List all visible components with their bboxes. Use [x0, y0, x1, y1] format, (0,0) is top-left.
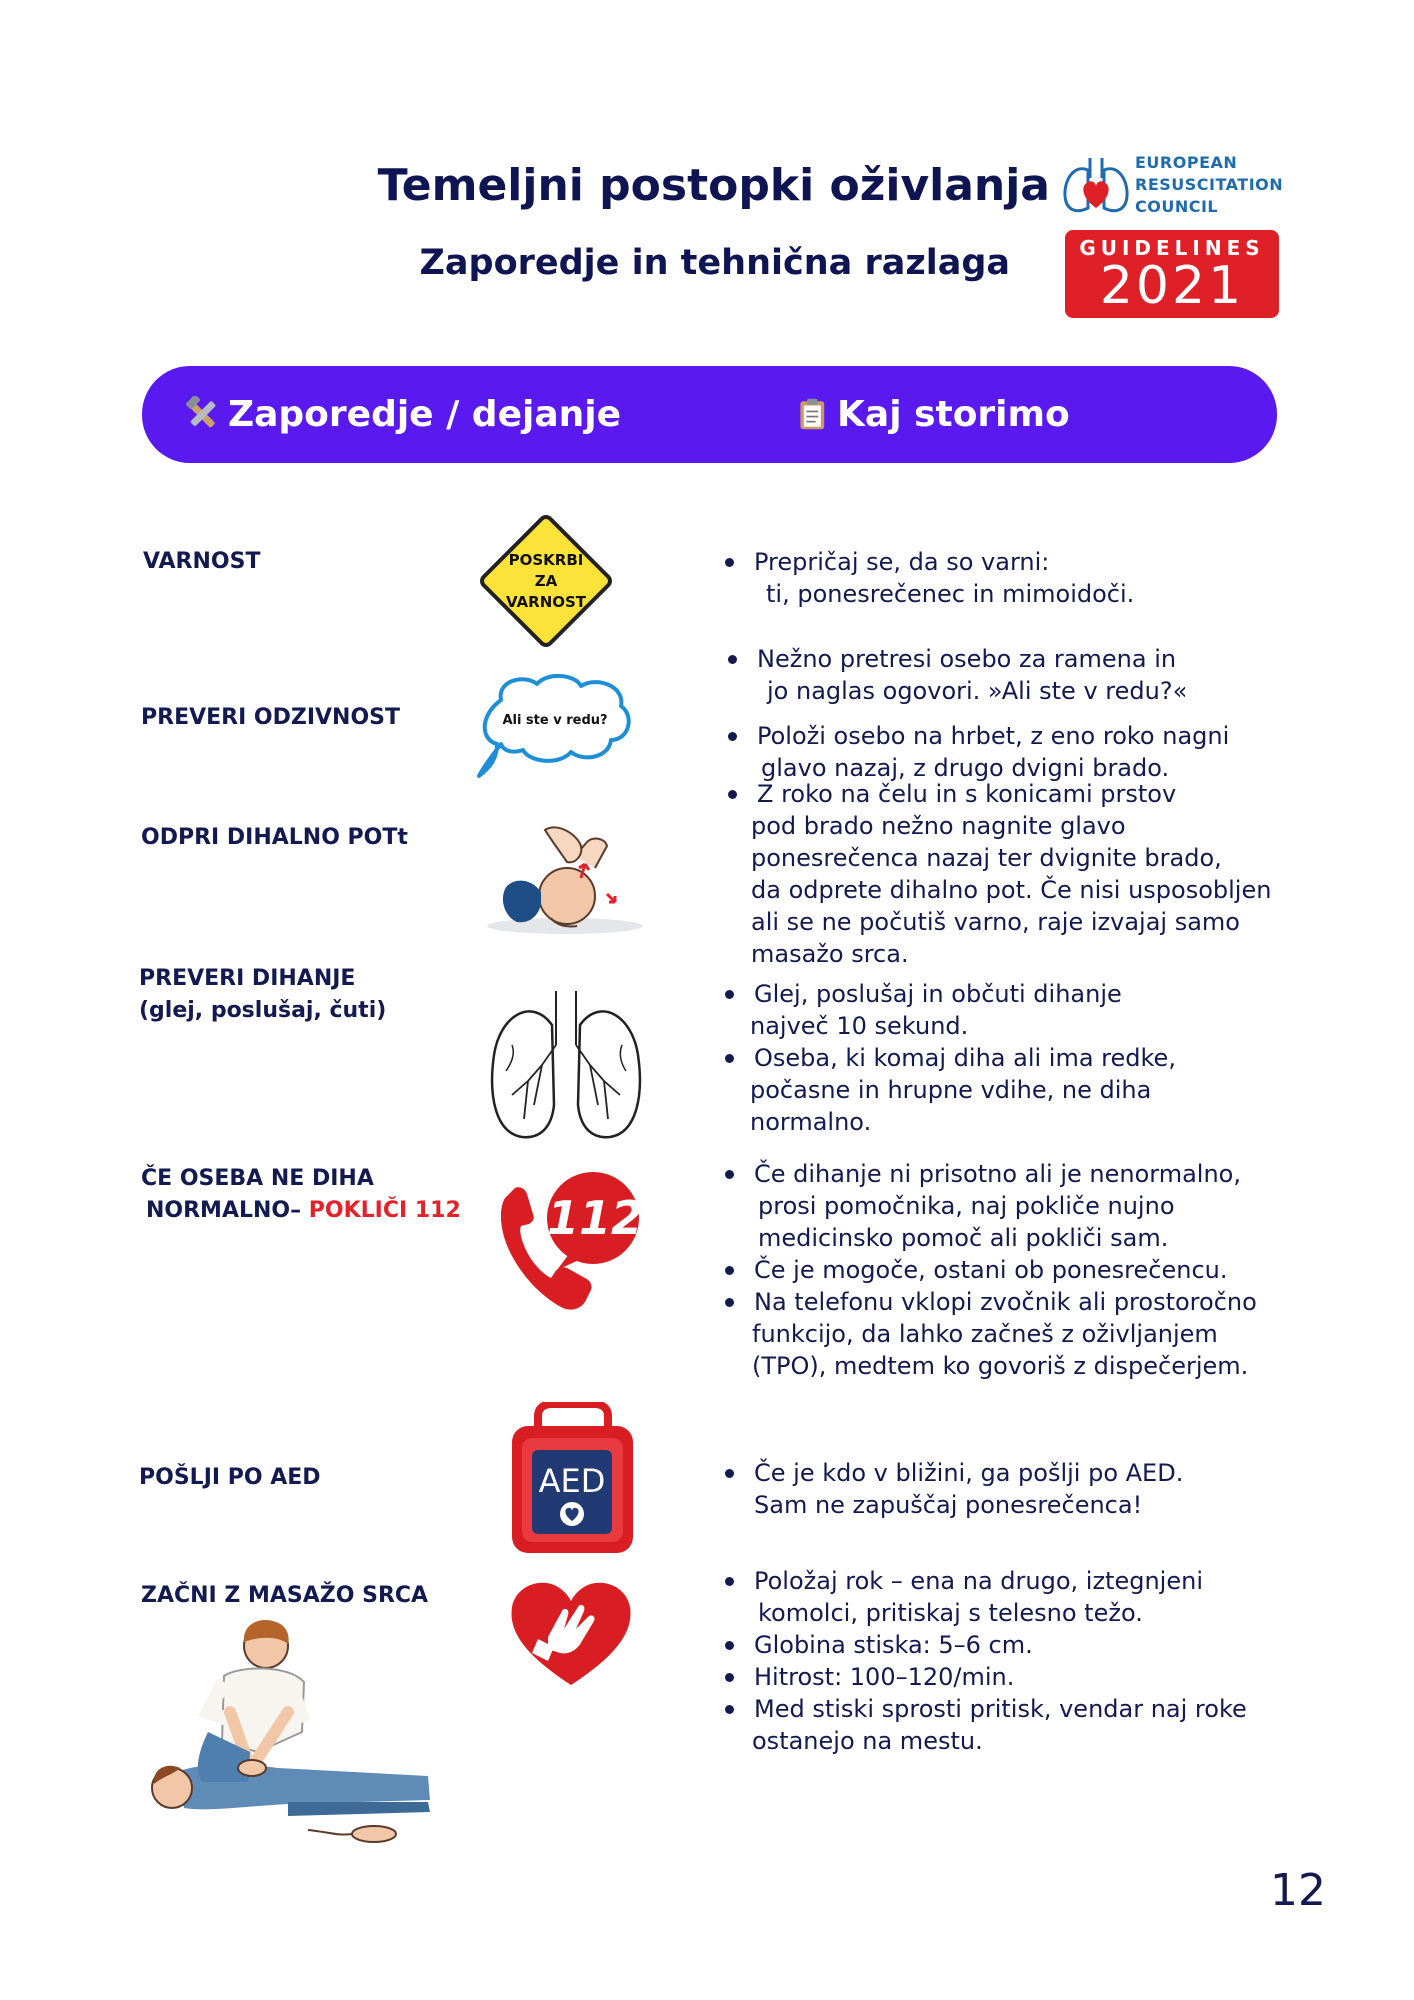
bullet-item: Če dihanje ni prisotno ali je nenormalno… [722, 1158, 1312, 1190]
bullet-continuation: ostanejo na mestu. [752, 1727, 983, 1755]
step-label-breathing: PREVERI DIHANJE (glej, poslušaj, čuti) [139, 963, 386, 1027]
page-subtitle: Zaporedje in tehnična razlaga [419, 243, 1010, 283]
guidelines-year: 2021 [1099, 256, 1245, 316]
banner-right: Kaj storimo [797, 394, 1070, 435]
banner-right-label: Kaj storimo [837, 394, 1070, 435]
step-label-breathing-2: (glej, poslušaj, čuti) [139, 998, 387, 1023]
bullet-continuation: medicinsko pomoč ali pokliči sam. [758, 1224, 1169, 1252]
page-number: 12 [1270, 1865, 1326, 1916]
bullet-continuation: Sam ne zapuščaj ponesrečenca! [754, 1491, 1143, 1519]
bullet-continuation: funkcijo, da lahko začneš z oživljanjem [752, 1320, 1218, 1348]
sign-line-3: VARNOST [506, 593, 587, 611]
bullet-item: Prepričaj se, da so varni: [722, 546, 1312, 578]
sign-line-1: POSKRBI [509, 551, 584, 569]
aed-instructions: Če je kdo v bližini, ga pošlji po AED. S… [722, 1457, 1312, 1521]
lungs-heart-icon [1063, 158, 1129, 213]
bullet-item: Oseba, ki komaj diha ali ima redke, [722, 1042, 1312, 1074]
response-instructions: Nežno pretresi osebo za ramena in jo nag… [725, 643, 1315, 784]
page-title: Temeljni postopki oživlanja [377, 160, 1050, 211]
cpr-instructions: Položaj rok – ena na drugo, iztegnjeni k… [722, 1565, 1312, 1757]
step-label-breathing-1: PREVERI DIHANJE [139, 966, 356, 991]
step-label-call-2: NORMALNO– POKLIČI 112 [146, 1198, 461, 1223]
bullet-continuation: masažo srca. [751, 940, 909, 968]
banner-left-label: Zaporedje / dejanje [228, 394, 622, 435]
bullet-continuation: ali se ne počutiš varno, raje izvajaj sa… [751, 908, 1240, 936]
bullet-item: Položi osebo na hrbet, z eno roko nagni [725, 720, 1315, 752]
bullet-continuation: pod brado nežno nagnite glavo [751, 812, 1126, 840]
bullet-item: Glej, poslušaj in občuti dihanje [722, 978, 1312, 1010]
guidelines-label: GUIDELINES [1079, 236, 1265, 260]
bullet-item: Če je kdo v bližini, ga pošlji po AED. [722, 1457, 1312, 1489]
bullet-item: Če je mogoče, ostani ob ponesrečencu. [722, 1254, 1312, 1286]
bullet-continuation: jo naglas ogovori. »Ali ste v redu?« [767, 677, 1188, 705]
warning-sign-icon: POSKRBI ZA VARNOST [480, 515, 612, 647]
step-label-response: PREVERI ODZIVNOST [141, 705, 401, 730]
aed-device-icon: AED [512, 1402, 633, 1553]
banner-left: Zaporedje / dejanje [182, 394, 621, 435]
erc-logo: EUROPEAN RESUSCITATION COUNCIL GUIDELINE… [1060, 150, 1300, 320]
call-112-highlight: POKLIČI 112 [308, 1198, 461, 1223]
clipboard-icon [800, 398, 825, 430]
bullet-continuation: glavo nazaj, z drugo dvigni brado. [761, 754, 1170, 782]
open-airway-icon [487, 826, 643, 934]
cpr-person-illustration [151, 1620, 430, 1843]
bubble-text: Ali ste v redu? [502, 713, 607, 728]
step-label-call-1: ČE OSEBA NE DIHA [141, 1166, 374, 1191]
aed-label: AED [539, 1462, 606, 1500]
step-label-cpr: ZAČNI Z MASAŽO SRCA [141, 1583, 429, 1608]
breathing-instructions: Glej, poslušaj in občuti dihanje največ … [722, 978, 1312, 1138]
lungs-icon [490, 991, 642, 1139]
step-label-safety: VARNOST [143, 549, 261, 574]
bullet-continuation: normalno. [750, 1108, 872, 1136]
bullet-item: Položaj rok – ena na drugo, iztegnjeni [722, 1565, 1312, 1597]
bullet-continuation: (TPO), medtem ko govoriš z dispečerjem. [752, 1352, 1249, 1380]
bullet-item: Na telefonu vklopi zvočnik ali prostoroč… [722, 1286, 1312, 1318]
bullet-item: Med stiski sprosti pritisk, vendar naj r… [722, 1693, 1312, 1725]
bullet-continuation: prosi pomočnika, naj pokliče nujno [758, 1192, 1175, 1220]
step-label-aed: POŠLJI PO AED [139, 1465, 321, 1490]
step-label-call: ČE OSEBA NE DIHA NORMALNO– POKLIČI 112 [141, 1163, 461, 1227]
logo-line-1: EUROPEAN [1135, 153, 1238, 172]
badge-112: 112 [547, 1191, 643, 1245]
bullet-continuation: komolci, pritiskaj s telesno težo. [758, 1599, 1143, 1627]
emergency-phone-icon: 112 [500, 1172, 643, 1310]
speech-bubble-icon: Ali ste v redu? [477, 674, 631, 778]
bullet-continuation: ponesrečenca nazaj ter dvignite brado, [751, 844, 1222, 872]
logo-line-2: RESUSCITATION [1135, 175, 1284, 194]
bullet-item: Z roko na čelu in s konicami prstov [725, 778, 1315, 810]
bullet-item: Hitrost: 100–120/min. [722, 1661, 1312, 1693]
sign-line-2: ZA [535, 572, 558, 590]
bullet-continuation: največ 10 sekund. [750, 1012, 969, 1040]
logo-line-3: COUNCIL [1135, 197, 1219, 216]
bullet-continuation: da odprete dihalno pot. Če nisi usposobl… [751, 876, 1272, 904]
bullet-item: Globina stiska: 5–6 cm. [722, 1629, 1312, 1661]
tools-icon [186, 396, 216, 428]
cpr-heart-icon [511, 1582, 631, 1685]
step-label-airway: ODPRI DIHALNO POTt [141, 825, 408, 850]
airway-instructions: Z roko na čelu in s konicami prstov pod … [725, 778, 1315, 970]
guidelines-badge: GUIDELINES 2021 [1065, 230, 1279, 318]
safety-instructions: Prepričaj se, da so varni: ti, ponesreče… [722, 546, 1312, 610]
bullet-item: Nežno pretresi osebo za ramena in [725, 643, 1315, 675]
bullet-continuation: počasne in hrupne vdihe, ne diha [750, 1076, 1152, 1104]
column-header-banner: Zaporedje / dejanje Kaj storimo [142, 366, 1277, 463]
call-instructions: Če dihanje ni prisotno ali je nenormalno… [722, 1158, 1312, 1382]
bullet-continuation: ti, ponesrečenec in mimoidoči. [766, 580, 1135, 608]
